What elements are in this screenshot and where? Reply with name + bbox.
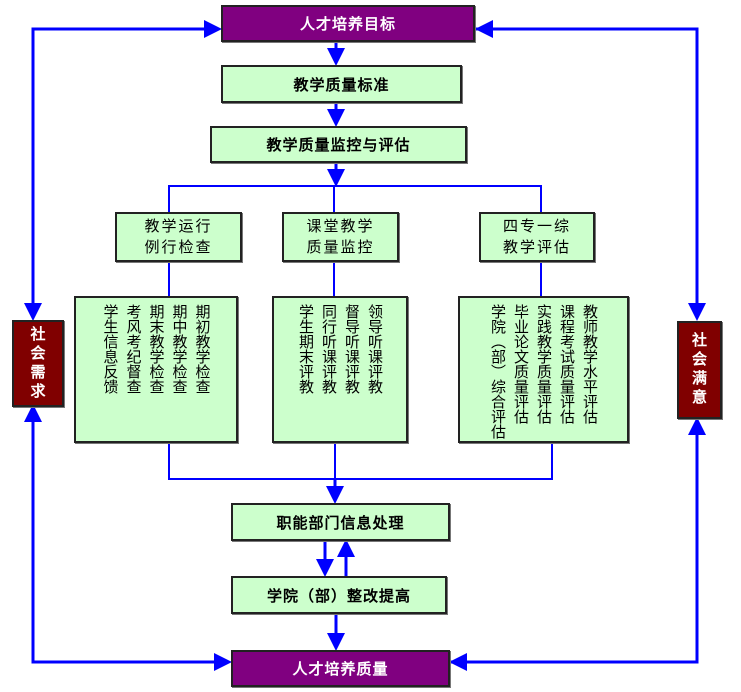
standard-label: 教学质量标准 xyxy=(293,75,390,94)
detail-item: 实践教学质量评估 xyxy=(535,304,553,424)
detail-box-routine[interactable]: 期初教学检查 期中教学检查 期末教学检查 考风考纪督查 学生信息反馈 xyxy=(74,296,238,443)
branch-label-line: 四专一综 xyxy=(502,217,571,235)
left-loop-top xyxy=(24,27,219,321)
standard-box[interactable]: 教学质量标准 xyxy=(221,65,462,103)
right-loop-top xyxy=(475,27,706,321)
social-satisfaction-box[interactable]: 社会满意 xyxy=(677,321,722,419)
detail-item: 领导听课评教 xyxy=(366,304,384,394)
right-loop-bottom xyxy=(451,417,706,664)
social-demand-label: 社会需求 xyxy=(28,325,47,402)
branch-bus-top xyxy=(168,185,542,212)
branch-label-line: 教学评估 xyxy=(502,238,571,256)
quality-label: 人才培养质量 xyxy=(292,660,389,678)
goal-box[interactable]: 人才培养目标 xyxy=(221,5,475,42)
monitor-label: 教学质量监控与评估 xyxy=(266,136,411,154)
branch-bus-bottom xyxy=(168,442,553,480)
detail-item: 同行听课评教 xyxy=(320,304,338,394)
branch-box-routine[interactable]: 教学运行 例行检查 xyxy=(115,212,242,262)
detail-item: 毕业论文质量评估 xyxy=(512,304,530,424)
branch-label-line: 课堂教学 xyxy=(306,217,375,235)
social-demand-box[interactable]: 社会需求 xyxy=(12,320,64,407)
detail-item: 学生期末评教 xyxy=(297,304,315,394)
branch-label-line: 例行检查 xyxy=(144,238,213,256)
branch-label-line: 教学运行 xyxy=(144,217,213,235)
branch-label-line: 质量监控 xyxy=(306,238,375,256)
detail-item: 期初教学检查 xyxy=(193,304,212,394)
detail-item: 督导听课评教 xyxy=(343,304,361,394)
processing-label: 职能部门信息处理 xyxy=(276,513,405,532)
detail-item: 学院（部）综合评估 xyxy=(489,304,507,439)
detail-item: 期末教学检查 xyxy=(147,304,166,394)
branch-box-classroom[interactable]: 课堂教学 质量监控 xyxy=(282,212,399,262)
goal-label: 人才培养目标 xyxy=(299,15,396,33)
social-satisfaction-label: 社会满意 xyxy=(690,332,708,408)
detail-box-evaluation[interactable]: 教师教学水平评估 课程考试质量评估 实践教学质量评估 毕业论文质量评估 学院（部… xyxy=(458,296,629,443)
left-loop-bottom xyxy=(24,404,229,664)
branch-box-evaluation[interactable]: 四专一综 教学评估 xyxy=(479,212,595,262)
detail-item: 教师教学水平评估 xyxy=(581,304,599,424)
detail-item: 考风考纪督查 xyxy=(124,304,143,394)
processing-box[interactable]: 职能部门信息处理 xyxy=(231,503,450,541)
detail-box-classroom[interactable]: 领导听课评教 督导听课评教 同行听课评教 学生期末评教 xyxy=(272,296,408,443)
improvement-label: 学院（部）整改提高 xyxy=(266,586,411,605)
quality-box[interactable]: 人才培养质量 xyxy=(231,650,450,687)
detail-item: 期中教学检查 xyxy=(170,304,189,394)
improvement-box[interactable]: 学院（部）整改提高 xyxy=(231,576,447,614)
monitor-box[interactable]: 教学质量监控与评估 xyxy=(210,126,467,163)
detail-item: 课程考试质量评估 xyxy=(558,304,576,424)
detail-item: 学生信息反馈 xyxy=(101,304,120,394)
